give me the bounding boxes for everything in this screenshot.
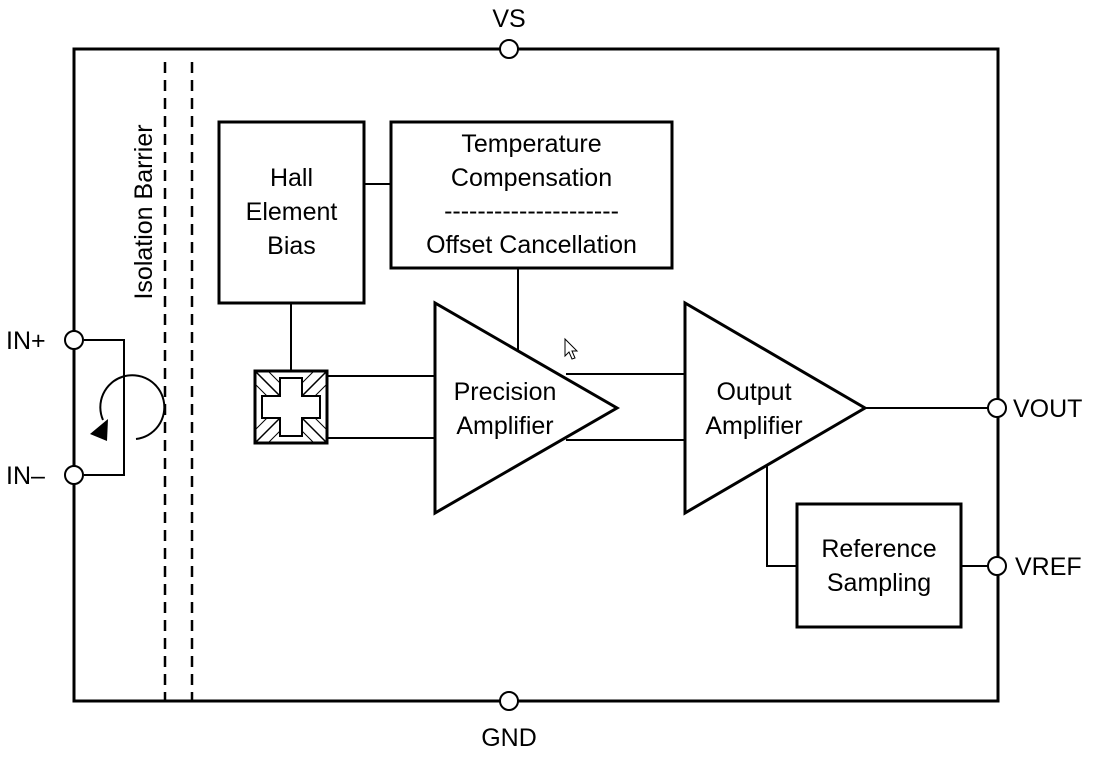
vref-label: VREF <box>1015 553 1082 581</box>
isolation-barrier-label: Isolation Barrier <box>130 124 158 299</box>
wire-amp-to-reference <box>766 465 797 567</box>
temp-comp-line1: Temperature <box>461 130 601 158</box>
package-outline <box>72 47 1000 703</box>
temp-comp-line3: Offset Cancellation <box>426 231 637 259</box>
hall-bias-line2: Element <box>246 198 338 226</box>
vref-pin <box>987 556 1007 576</box>
vs-pin <box>499 39 519 59</box>
in-minus-label: IN– <box>6 462 45 490</box>
hall-element-bias-block <box>217 120 366 305</box>
in-plus-pin <box>64 330 84 350</box>
output-amplifier-block <box>683 300 868 516</box>
vout-label: VOUT <box>1013 395 1082 423</box>
vout-pin <box>987 398 1007 418</box>
vs-label: VS <box>492 5 525 33</box>
input-current-path <box>84 339 125 476</box>
gnd-label: GND <box>481 724 537 752</box>
precision-amp-line2: Amplifier <box>456 412 553 440</box>
precision-amp-line1: Precision <box>454 378 557 406</box>
hall-bias-line3: Bias <box>267 232 316 260</box>
temp-comp-line2: Compensation <box>451 164 612 192</box>
in-minus-pin <box>64 465 84 485</box>
output-amp-line2: Amplifier <box>705 412 802 440</box>
temperature-compensation-block <box>389 120 674 270</box>
precision-amplifier-block <box>433 300 621 516</box>
in-plus-label: IN+ <box>6 327 46 355</box>
hall-bias-line1: Hall <box>270 164 313 192</box>
hall-sensor-icon <box>253 369 329 445</box>
current-loop-arrow-icon <box>90 374 166 441</box>
reference-line2: Sampling <box>827 569 931 597</box>
mouse-cursor-icon <box>564 337 579 360</box>
output-amp-line1: Output <box>716 378 791 406</box>
reference-sampling-block <box>795 502 963 629</box>
reference-line1: Reference <box>821 535 936 563</box>
gnd-pin <box>499 691 519 711</box>
temp-comp-divider: --------------------- <box>444 197 619 225</box>
